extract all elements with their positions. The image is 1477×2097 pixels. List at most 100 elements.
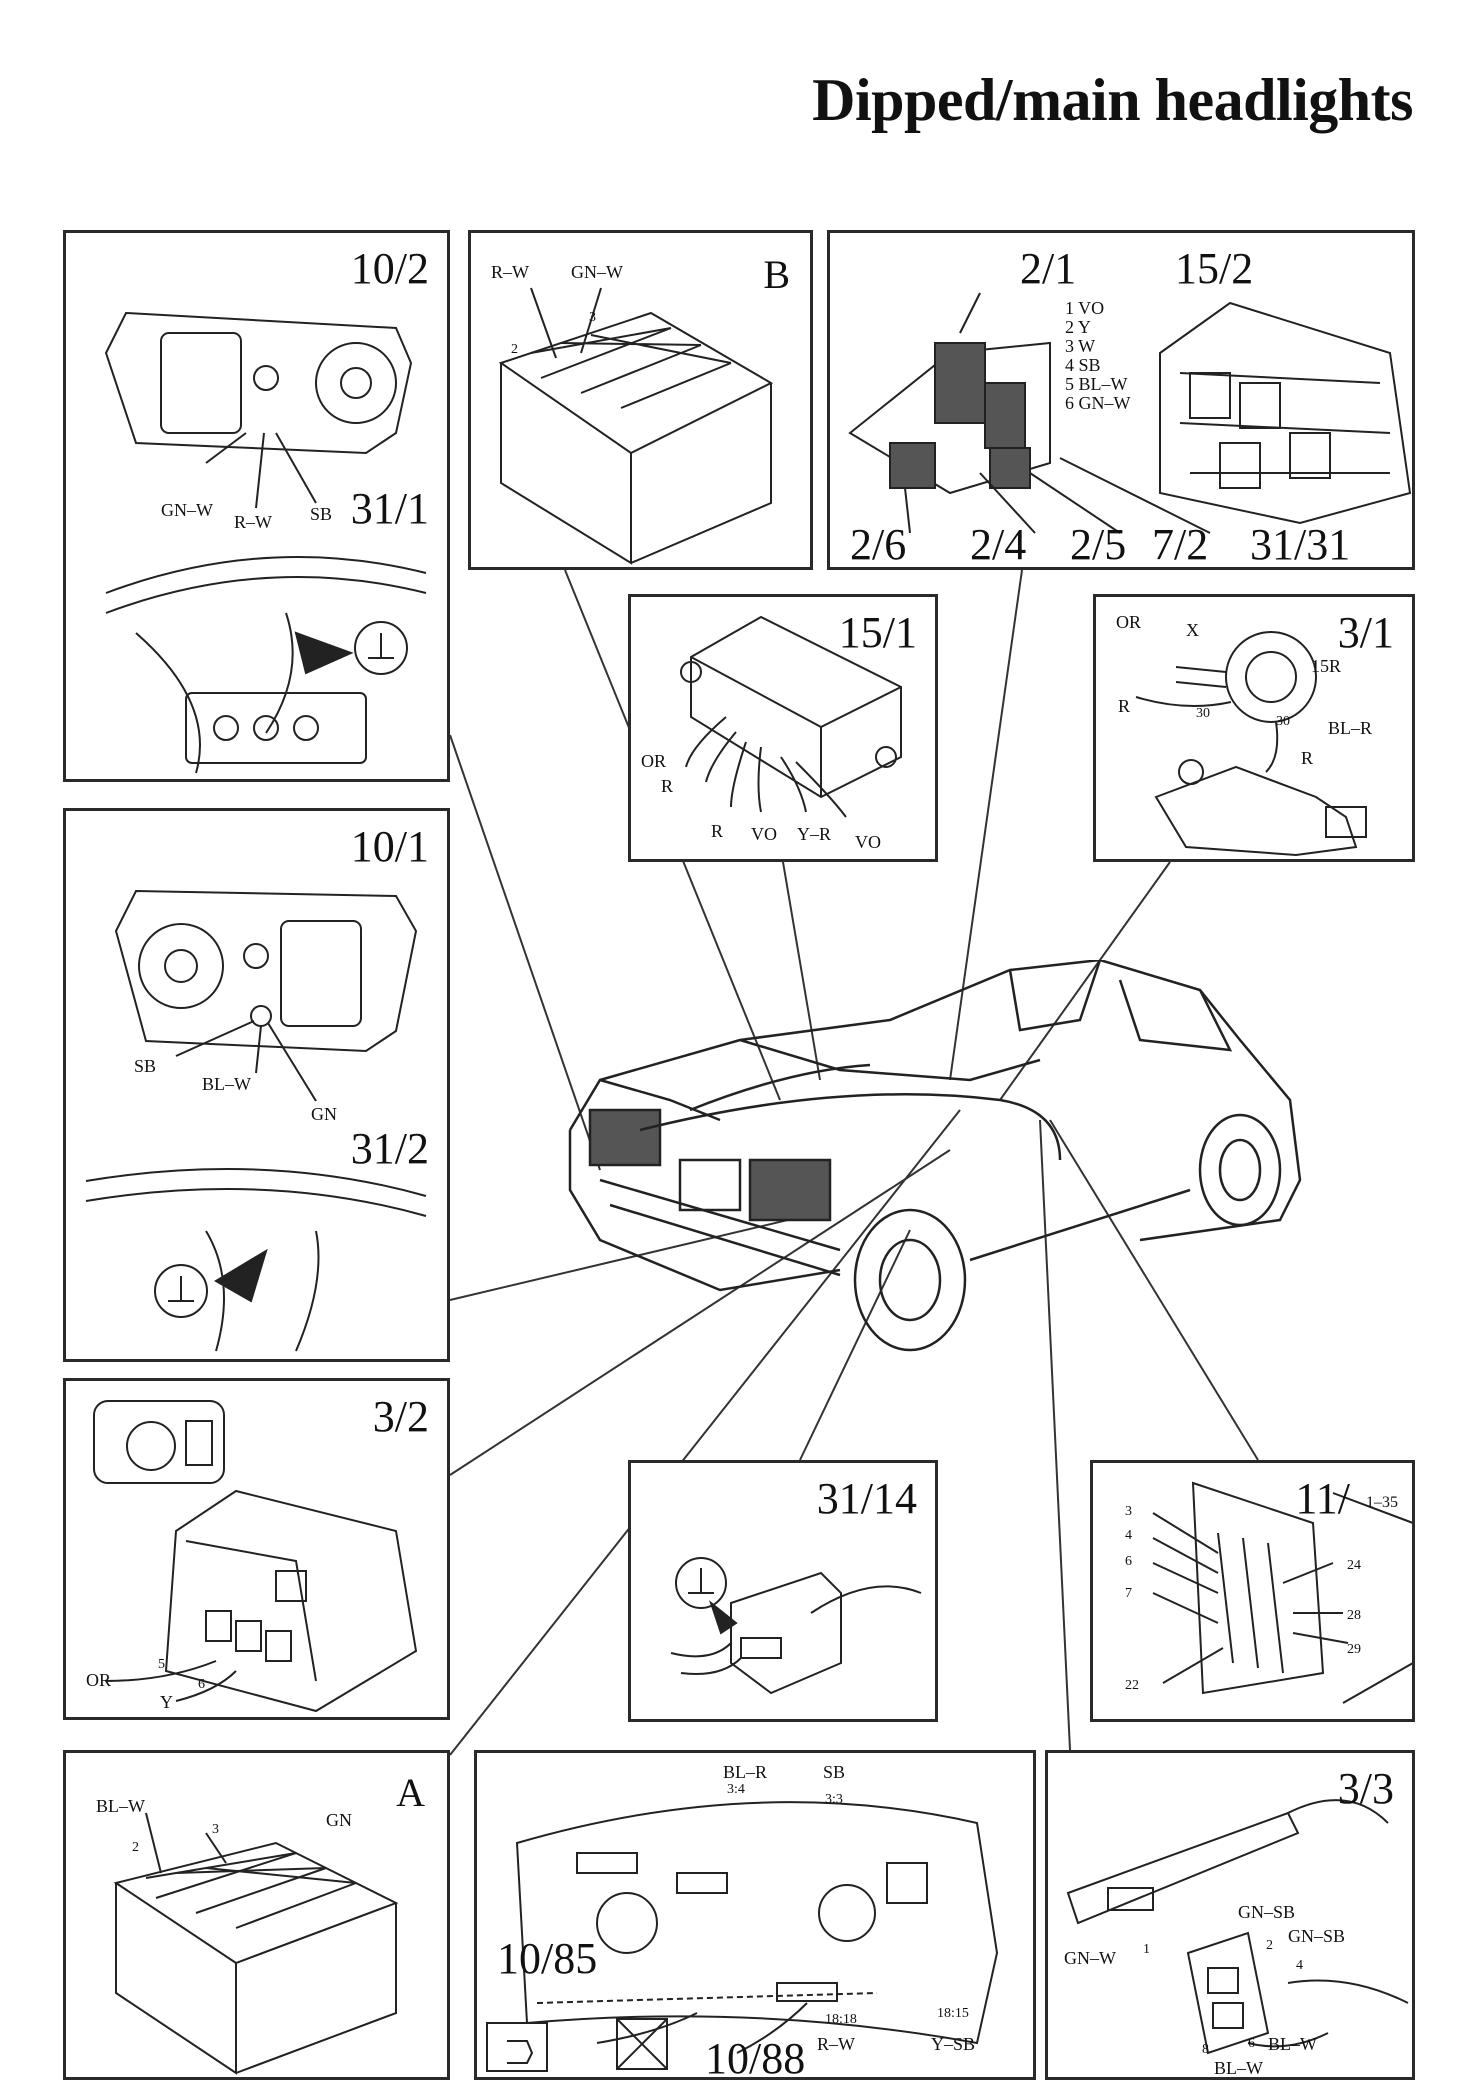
component-label-10-88: 10/88: [705, 2034, 806, 2080]
wire-label: GN–W: [571, 262, 623, 282]
component-label-2-1: 2/1: [1020, 244, 1077, 293]
pin-label: 6: [1248, 2036, 1255, 2051]
fusebox-drawing: [1152, 1481, 1412, 1704]
wire-label: OR: [1116, 612, 1142, 632]
component-label-11: 11/: [1295, 1474, 1350, 1523]
pin-label: 3: [212, 1822, 219, 1837]
wire-label: GN–SB: [1238, 1902, 1296, 1922]
connector-a-drawing: [113, 1812, 399, 2075]
component-label-10-85: 10/85: [497, 1934, 598, 1983]
pin-label: 18:18: [825, 2012, 857, 2027]
panel-light-switch-3-2: 3/2 OR Y 5 6: [63, 1378, 450, 1720]
ground-symbol-icon: [675, 1557, 727, 1609]
page-title: Dipped/main headlights: [812, 67, 1413, 133]
ground-symbol-icon: [354, 621, 408, 675]
pin-label: 5: [158, 1657, 165, 1672]
stalk-icon: [1107, 1887, 1154, 1911]
wire-label: BL–W: [1214, 2058, 1263, 2078]
wire-label: Y–R: [797, 824, 832, 844]
pin-label: 3: [589, 310, 596, 325]
pin-label: 4: [1296, 1958, 1303, 1973]
ground-symbol-icon: [154, 1264, 208, 1318]
pin-label: 6: [1125, 1554, 1132, 1569]
pin-label: 2: [132, 1840, 139, 1855]
wire-label: BL–R: [723, 1762, 768, 1782]
panel-module-15-1: 15/1 OR R R VO Y–R VO: [628, 594, 938, 862]
panel-connector-b: B R–W GN–W 2 3: [468, 230, 813, 570]
component-label-15-1: 15/1: [838, 608, 917, 657]
pin-label: 3:3: [825, 1792, 843, 1807]
wire-label: BL–W: [96, 1796, 145, 1816]
panel-relay-2-1: 2/1 15/2 1 VO 2 Y 3 W 4 SB 5 BL–W 6 GN–W…: [827, 230, 1415, 570]
component-label-31-2: 31/2: [350, 1124, 429, 1173]
component-label-2-6: 2/6: [850, 520, 907, 569]
panel-headlight-10-2: 10/2 31/1 GN–W R–W SB: [63, 230, 450, 782]
stalk-switch-drawing: [1066, 1799, 1409, 2055]
wire-label: OR: [86, 1670, 112, 1690]
relay-drawing: [848, 292, 1412, 534]
pin-label: 3:4: [727, 1782, 745, 1797]
component-label-31-31: 31/31: [1250, 520, 1351, 569]
instrument-cluster-drawing: [486, 1801, 999, 2072]
panel-instrument-cluster: 10/85 10/88 BL–R SB 3:4 3:3 18:18 18:15 …: [474, 1750, 1036, 2080]
component-label-7-2: 7/2: [1152, 520, 1209, 569]
pin-label: 8: [1202, 2042, 1209, 2057]
wire-label: VO: [855, 832, 881, 852]
module-drawing: [680, 615, 902, 818]
pin-item: 5 BL–W: [1065, 374, 1128, 394]
component-label-31-1: 31/1: [350, 484, 429, 533]
pin-label: 6: [198, 1677, 205, 1692]
connector-b-drawing: [498, 287, 774, 565]
pin-label: 1: [1143, 1942, 1150, 1957]
component-label-15-2: 15/2: [1175, 244, 1254, 293]
wire-label: SB: [310, 504, 333, 524]
wire-label: BL–R: [1328, 718, 1373, 738]
pin-item: 6 GN–W: [1065, 393, 1131, 413]
pin-item: 1 VO: [1065, 298, 1105, 318]
wire-label: GN: [311, 1104, 337, 1124]
ground-point-drawing: [670, 1557, 922, 1695]
headlight-drawing: [104, 311, 427, 774]
component-label-3-3: 3/3: [1337, 1764, 1394, 1813]
wire-label: R: [1118, 696, 1131, 716]
wire-label: Y–SB: [931, 2034, 976, 2054]
component-label-b: B: [763, 252, 790, 297]
component-label-2-5: 2/5: [1070, 520, 1127, 569]
wire-label: GN: [326, 1810, 352, 1830]
panel-fusebox-11: 11/ 1–35 3 4 6 7 22 24 28 29: [1090, 1460, 1415, 1722]
wire-label: BL–W: [1268, 2034, 1317, 2054]
ignition-switch-drawing: [1135, 631, 1367, 857]
component-label-10-2: 10/2: [350, 244, 429, 293]
pin-label: 3: [1125, 1504, 1132, 1519]
pin-label: 18:15: [937, 2006, 969, 2021]
wire-label: GN–W: [1064, 1948, 1116, 1968]
component-label-2-4: 2/4: [970, 520, 1027, 569]
component-label-3-1: 3/1: [1337, 608, 1394, 657]
light-switch-drawing: [93, 1400, 418, 1713]
pin-label: 30: [1196, 706, 1210, 721]
wire-label: VO: [751, 824, 777, 844]
pin-label: 30: [1276, 714, 1290, 729]
wire-label: OR: [641, 751, 667, 771]
component-label-a: A: [396, 1770, 425, 1815]
panel-ignition-3-1: 3/1 OR X 15R R 30 30 BL–R R: [1093, 594, 1415, 862]
pin-list: 1 VO 2 Y 3 W 4 SB 5 BL–W 6 GN–W: [1065, 299, 1131, 413]
wire-label: R–W: [234, 512, 272, 532]
panel-headlight-10-1: 10/1 31/2 SB BL–W GN: [63, 808, 450, 1362]
wire-label: R: [711, 821, 724, 841]
pin-label: 2: [511, 342, 518, 357]
wire-label: R: [661, 776, 674, 796]
pin-label: 4: [1125, 1528, 1132, 1543]
wire-label: BL–W: [202, 1074, 251, 1094]
wire-label: R: [1301, 748, 1314, 768]
component-label-31-14: 31/14: [816, 1474, 917, 1523]
headlight-drawing: [85, 889, 427, 1352]
component-label-3-2: 3/2: [372, 1392, 429, 1441]
wire-label: GN–SB: [1288, 1926, 1346, 1946]
component-label-10-1: 10/1: [350, 822, 429, 871]
wire-label: R–W: [817, 2034, 855, 2054]
component-sublabel: 1–35: [1366, 1494, 1398, 1511]
panel-ground-31-14: 31/14: [628, 1460, 938, 1722]
pin-label: 29: [1347, 1642, 1361, 1657]
panel-connector-a: A BL–W GN 2 3: [63, 1750, 450, 2080]
